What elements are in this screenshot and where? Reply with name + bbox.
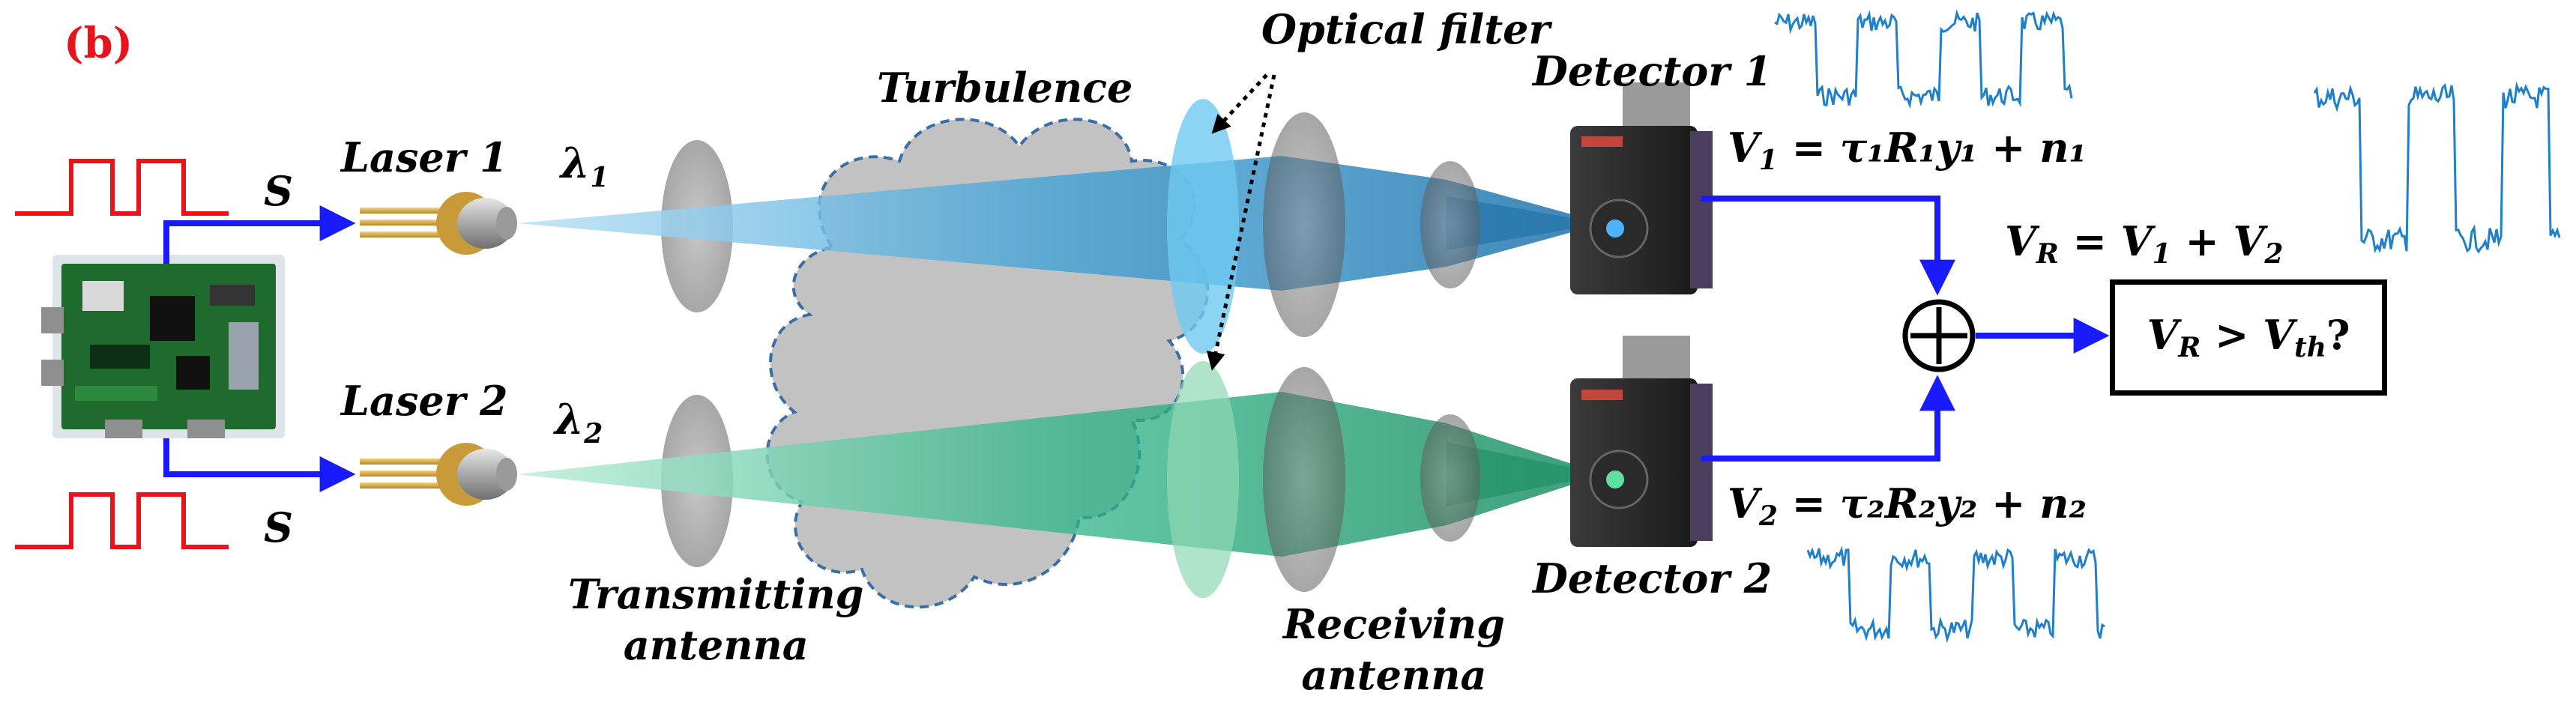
lambda1-label: λ1 (561, 139, 609, 194)
transmitting-antenna-label: Transmitting antenna (568, 570, 864, 669)
decision-label: VR > Vth? (2147, 310, 2350, 363)
signal-label-bottom: S (264, 503, 293, 551)
detector2-icon (1570, 336, 1713, 547)
detector2-label: Detector 2 (1533, 554, 1773, 602)
detector1-icon (1570, 82, 1713, 294)
input-square-wave-top (15, 159, 229, 216)
receive-lens-bottom-2 (1420, 414, 1480, 542)
turbulence-label: Turbulence (877, 64, 1133, 112)
input-square-wave-bottom (15, 492, 229, 549)
beam-top-tip (1447, 196, 1604, 250)
circuit-board-icon (41, 255, 285, 438)
detector2-noisy-signal (1806, 545, 2105, 644)
equation-v2: V2 = τ₂R₂y₂ + n₂ (1728, 479, 2087, 532)
receive-lens-top-1 (1263, 112, 1345, 337)
arrow-detector2-to-sum (1701, 375, 1955, 462)
summation-icon (1902, 299, 1976, 372)
signal-label-top: S (264, 167, 293, 215)
optical-filter-bottom (1167, 361, 1239, 598)
laser1-label: Laser 1 (341, 133, 508, 181)
receive-lens-top-2 (1420, 161, 1480, 288)
optical-filter-top (1167, 99, 1239, 354)
lambda2-label: λ2 (555, 395, 603, 450)
detector1-noisy-signal (1774, 9, 2073, 109)
laser1-icon (360, 192, 517, 255)
sum-noisy-signal (2313, 81, 2561, 254)
receiving-antenna-label: Receiving antenna (1283, 600, 1505, 699)
filter-pointer-top (1211, 73, 1268, 134)
arrow-board-to-laser1 (163, 205, 356, 264)
optical-filter-label: Optical filter (1261, 5, 1550, 53)
arrow-board-to-laser2 (163, 438, 356, 492)
filter-pointer-bottom (1206, 74, 1276, 371)
panel-label: (b) (64, 19, 133, 68)
equation-v1: V1 = τ₁R₁y₁ + n₁ (1728, 124, 2087, 176)
equation-vr: VR = V1 + V2 (2005, 217, 2284, 270)
laser2-label: Laser 2 (341, 377, 508, 425)
arrow-detector1-to-sum (1701, 196, 1955, 296)
decision-box: VR > Vth? (2110, 279, 2387, 396)
beam-bottom-tip (1447, 442, 1604, 506)
laser2-icon (360, 443, 517, 506)
detector1-label: Detector 1 (1533, 47, 1773, 95)
receive-lens-bottom-1 (1263, 367, 1345, 592)
